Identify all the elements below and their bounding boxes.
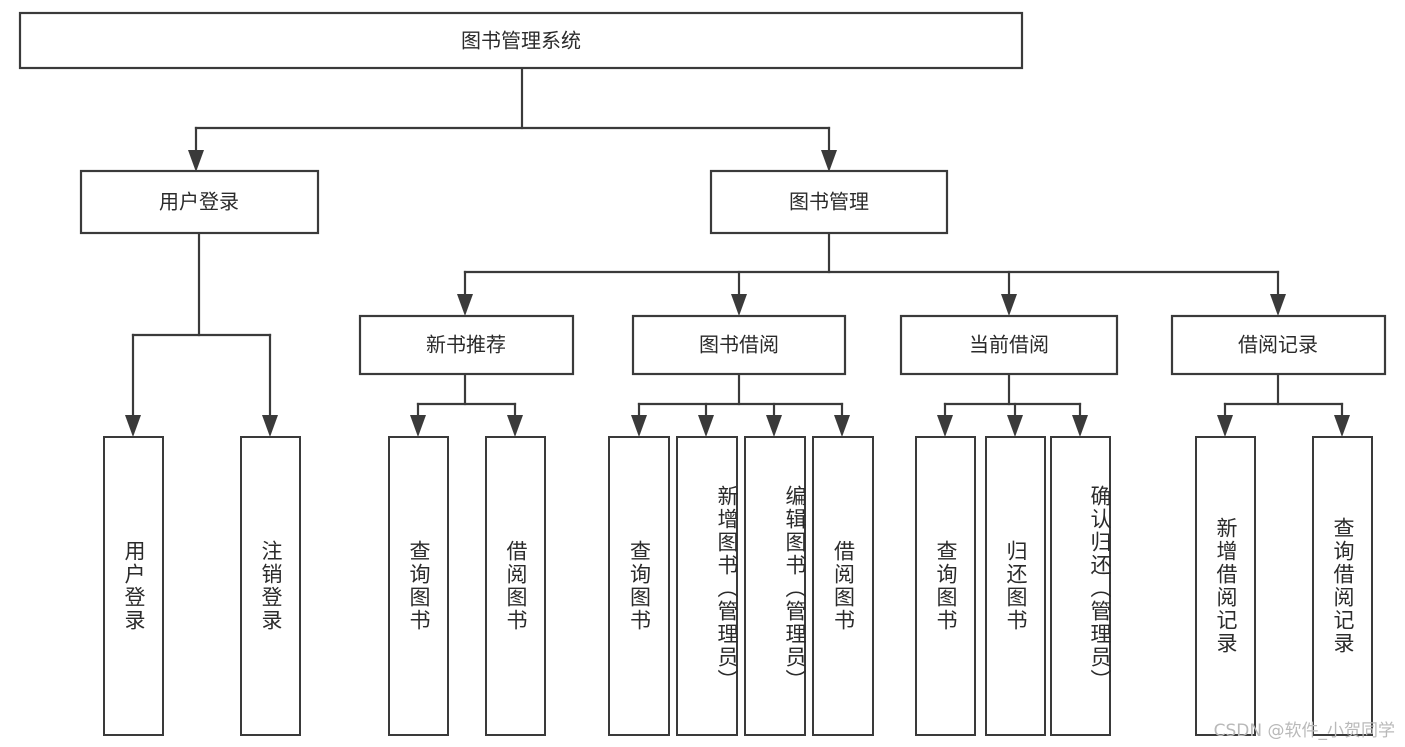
connector-newbook-to-leaves [410,372,523,437]
leaf-box-query-book-3[interactable] [915,436,976,736]
node-new-book-recommend[interactable]: 新书推荐 [358,314,575,376]
node-new-book-recommend-label: 新书推荐 [426,333,506,357]
connector-borrowrecord-to-leaves [1217,372,1350,437]
leaf-current-borrow-group [915,436,1111,736]
leaf-box-user-login[interactable] [103,436,164,736]
connector-currentborrow-to-leaves [937,372,1088,437]
leaf-book-borrow-group [608,436,874,736]
node-book-management[interactable]: 图书管理 [709,169,949,235]
node-borrow-record[interactable]: 借阅记录 [1170,314,1387,376]
node-current-borrow-label: 当前借阅 [969,333,1049,357]
leaf-box-add-borrow-record[interactable] [1195,436,1256,736]
leaf-box-add-book-admin[interactable] [676,436,738,736]
leaf-box-query-book-2[interactable] [608,436,670,736]
node-book-borrow[interactable]: 图书借阅 [631,314,847,376]
leaf-box-query-book-1[interactable] [388,436,449,736]
node-book-management-label: 图书管理 [789,190,869,214]
watermark-text: CSDN @软件_小贺同学 [1213,721,1395,741]
node-user-login[interactable]: 用户登录 [79,169,320,235]
node-user-login-label: 用户登录 [159,190,239,214]
leaf-box-confirm-return-admin[interactable] [1050,436,1111,736]
leaf-box-borrow-book-1[interactable] [485,436,546,736]
connector-bookborrow-to-leaves [631,372,850,437]
leaf-borrow-record-group [1195,436,1373,736]
leaf-box-return-book[interactable] [985,436,1046,736]
connector-root-to-level2 [188,66,837,172]
connector-userlogin-to-leaves [125,231,278,437]
node-root-system[interactable]: 图书管理系统 [18,11,1024,70]
leaf-box-edit-book-admin[interactable] [744,436,806,736]
leaf-box-borrow-book-2[interactable] [812,436,874,736]
leaf-new-book-group [388,436,546,736]
leaf-box-query-borrow-record[interactable] [1312,436,1373,736]
node-borrow-record-label: 借阅记录 [1238,333,1318,357]
node-book-borrow-label: 图书借阅 [699,333,779,357]
node-root-label: 图书管理系统 [461,29,581,53]
leaf-user-login-group [103,436,301,736]
leaf-box-logout-login[interactable] [240,436,301,736]
connector-bookmgmt-to-level3 [457,231,1286,316]
node-current-borrow[interactable]: 当前借阅 [899,314,1119,376]
